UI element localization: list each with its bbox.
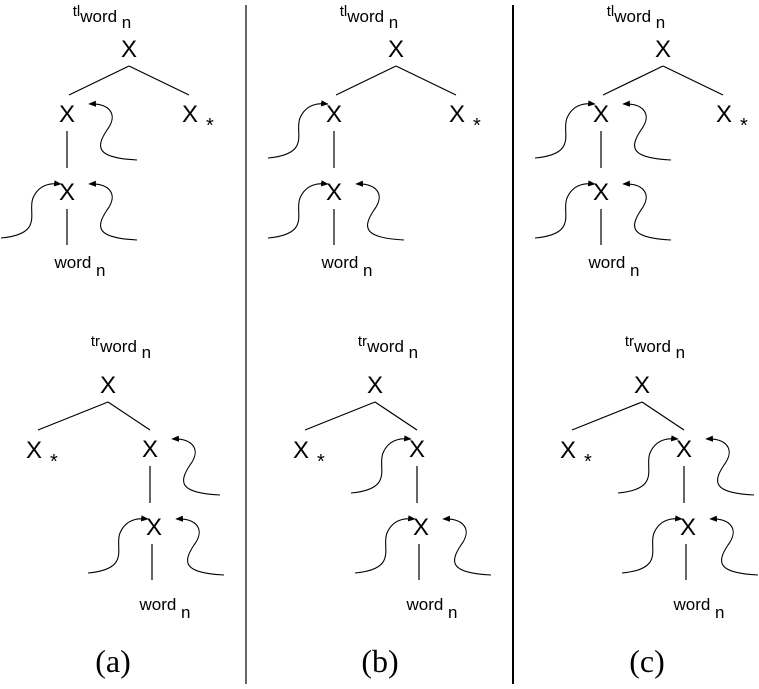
- adjunction-arrow: [88, 180, 138, 241]
- root-node: X: [655, 36, 671, 63]
- panel-caption: (c): [629, 643, 665, 679]
- foot-node: X: [26, 437, 42, 464]
- anchor-node: X: [59, 179, 75, 206]
- adjunction-arrow: [350, 435, 412, 494]
- panel-caption: (a): [95, 643, 131, 679]
- adjunction-arrow: [355, 180, 405, 241]
- tree-name: trword n: [358, 333, 418, 362]
- root-node: X: [634, 372, 650, 399]
- tree-edge: [641, 401, 685, 431]
- anchor-node: X: [680, 514, 696, 541]
- tree-edge: [37, 401, 109, 431]
- adjunction-arrow: [705, 435, 755, 496]
- foot-node: X: [293, 437, 309, 464]
- adjunction-arrow: [622, 180, 672, 241]
- anchor-word: word n: [53, 253, 105, 280]
- spine-node: X: [409, 436, 425, 463]
- tree-name: tlword n: [73, 3, 132, 32]
- root-node: X: [367, 372, 383, 399]
- panel-caption: (b): [361, 643, 398, 679]
- adjunction-arrow: [709, 515, 759, 576]
- anchor-node: X: [413, 514, 429, 541]
- adjunction-arrow: [267, 180, 329, 239]
- spine-node: X: [676, 436, 692, 463]
- foot-node-star: *: [206, 115, 214, 137]
- foot-node-star: *: [740, 115, 748, 137]
- tree-name: tlword n: [607, 3, 666, 32]
- anchor-node: X: [326, 179, 342, 206]
- anchor-word: word n: [138, 595, 190, 622]
- adjunction-arrow: [534, 180, 596, 239]
- tree-edge: [68, 65, 130, 96]
- adjunction-arrow: [534, 100, 596, 159]
- foot-node: X: [716, 101, 732, 128]
- foot-node: X: [449, 101, 465, 128]
- tree-name: trword n: [625, 333, 685, 362]
- adjunction-arrow: [87, 515, 149, 574]
- spine-node: X: [59, 101, 75, 128]
- adjunction-arrow: [622, 100, 672, 161]
- spine-node: X: [142, 436, 158, 463]
- foot-node-star: *: [317, 451, 325, 473]
- anchor-word: word n: [320, 253, 372, 280]
- root-node: X: [100, 372, 116, 399]
- anchor-word: word n: [672, 595, 724, 622]
- adjunction-arrow: [88, 100, 138, 161]
- tree-edge: [662, 65, 724, 96]
- tree-edge: [128, 65, 190, 96]
- foot-node-star: *: [50, 451, 58, 473]
- adjunction-arrow: [617, 435, 679, 494]
- adjunction-arrow: [442, 515, 492, 576]
- adjunction-arrow: [354, 515, 416, 574]
- spine-node: X: [593, 101, 609, 128]
- anchor-node: X: [593, 179, 609, 206]
- tree-name: trword n: [91, 333, 151, 362]
- root-node: X: [388, 36, 404, 63]
- tree-edge: [304, 401, 376, 431]
- tree-edge: [374, 401, 418, 431]
- tree-edge: [602, 65, 664, 96]
- tree-name: tlword n: [340, 3, 399, 32]
- anchor-word: word n: [587, 253, 639, 280]
- tree-edge: [395, 65, 457, 96]
- root-node: X: [121, 36, 137, 63]
- tree-edge: [571, 401, 643, 431]
- anchor-node: X: [146, 514, 162, 541]
- adjunction-arrow: [175, 515, 225, 576]
- adjunction-arrow: [267, 100, 329, 159]
- foot-node: X: [182, 101, 198, 128]
- tree-edge: [107, 401, 151, 431]
- foot-node-star: *: [473, 115, 481, 137]
- foot-node: X: [560, 437, 576, 464]
- anchor-word: word n: [405, 595, 457, 622]
- adjunction-arrow: [171, 435, 221, 496]
- foot-node-star: *: [584, 451, 592, 473]
- tree-edge: [335, 65, 397, 96]
- adjunction-arrow: [0, 180, 62, 239]
- spine-node: X: [326, 101, 342, 128]
- adjunction-arrow: [621, 515, 683, 574]
